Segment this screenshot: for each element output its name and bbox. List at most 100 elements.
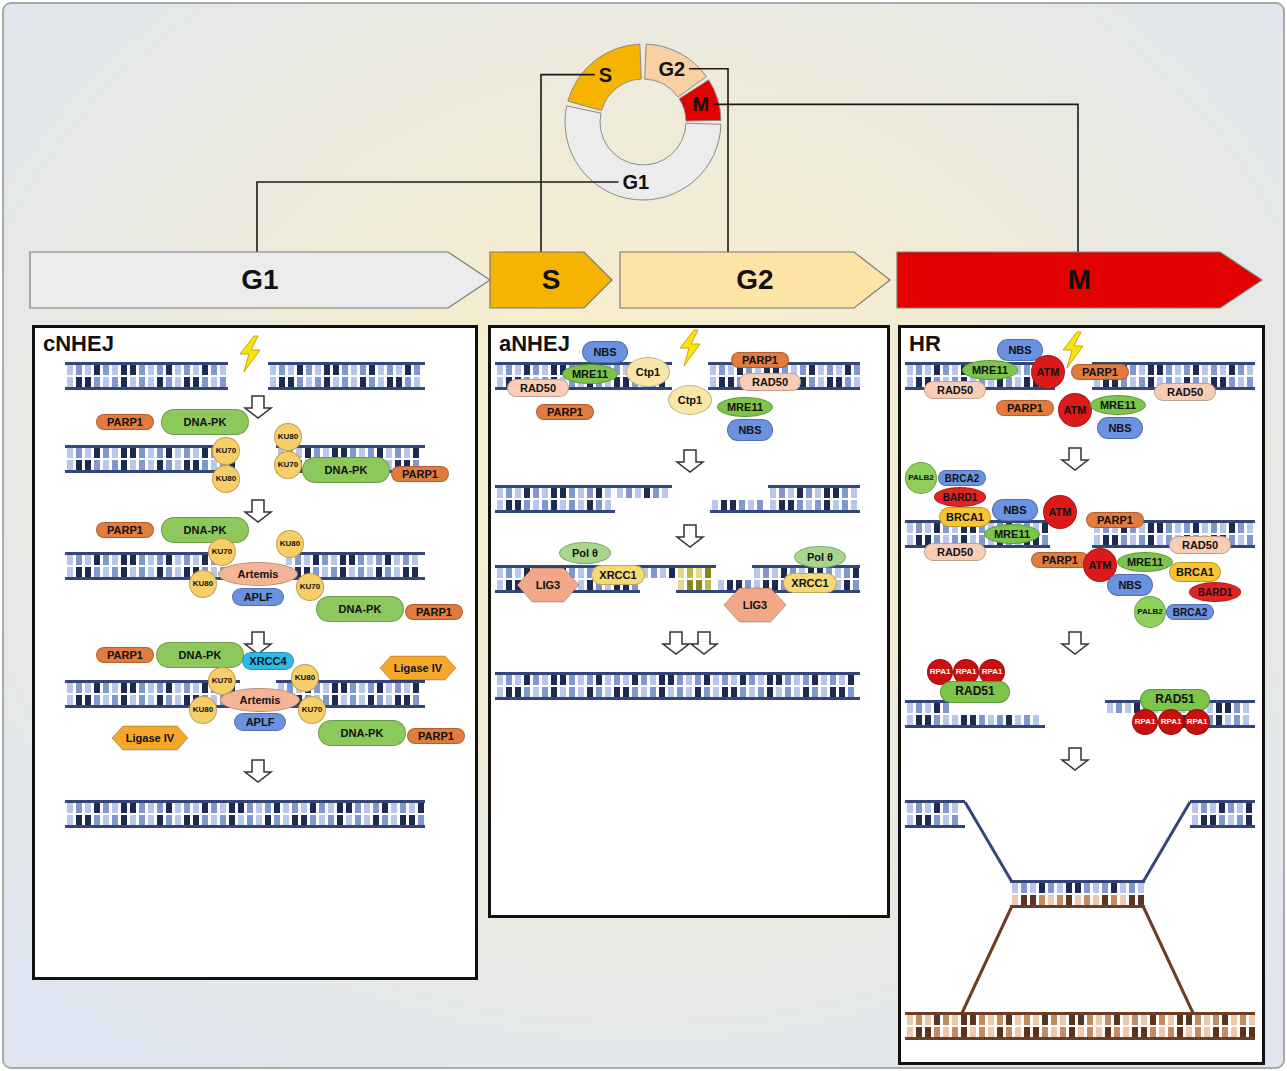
illustration-part xyxy=(710,365,716,375)
illustration-part xyxy=(202,460,208,470)
illustration-part xyxy=(695,675,701,685)
illustration-part xyxy=(1184,365,1190,375)
protein-blob: KU80 xyxy=(291,664,319,692)
illustration-part xyxy=(934,703,940,713)
illustration-part xyxy=(1111,895,1117,905)
illustration-part xyxy=(342,365,348,375)
node-label: RPA1 xyxy=(930,668,951,677)
protein-blob: DNA-PK xyxy=(156,642,244,668)
illustration-part xyxy=(166,555,172,565)
illustration-part xyxy=(551,500,557,510)
illustration-part xyxy=(560,675,566,685)
protein-blob: XRCC1 xyxy=(591,565,645,585)
illustration-part xyxy=(719,377,725,387)
illustration-part xyxy=(950,725,1045,728)
illustration-part xyxy=(772,568,778,578)
illustration-part xyxy=(341,695,347,705)
illustration-part xyxy=(94,377,100,387)
illustration-part xyxy=(305,448,311,458)
illustration-part xyxy=(1024,365,1030,375)
illustration-part xyxy=(506,687,512,697)
illustration-part xyxy=(333,365,339,375)
illustration-part xyxy=(1211,365,1217,375)
illustration-part xyxy=(641,687,647,697)
illustration-part xyxy=(836,365,842,375)
illustration-part xyxy=(730,500,736,510)
illustration-part xyxy=(979,1027,985,1037)
illustration-part xyxy=(651,568,657,578)
illustration-part xyxy=(279,377,285,387)
illustration-part xyxy=(1130,365,1136,375)
node-label: NBS xyxy=(1008,344,1031,356)
illustration-part xyxy=(842,500,848,510)
illustration-part xyxy=(121,683,127,693)
illustration-part xyxy=(659,687,665,697)
phase-connector xyxy=(257,182,619,252)
illustration-part xyxy=(1193,523,1199,533)
illustration-part xyxy=(1139,535,1145,545)
illustration-part xyxy=(1006,1027,1012,1037)
illustration-part xyxy=(997,1027,1003,1037)
illustration-part xyxy=(1220,365,1226,375)
illustration-part xyxy=(85,803,91,813)
illustration-part xyxy=(184,448,190,458)
illustration-part xyxy=(1141,1015,1147,1025)
illustration-part xyxy=(1096,1015,1102,1025)
crossing-strand xyxy=(962,906,1012,1013)
illustration-part xyxy=(770,500,776,510)
phase-arrow: M xyxy=(897,252,1262,308)
illustration-part xyxy=(1243,715,1249,725)
illustration-part xyxy=(916,523,922,533)
illustration-part xyxy=(934,803,940,813)
illustration-part xyxy=(551,687,557,697)
illustration-part xyxy=(65,362,228,365)
illustration-part xyxy=(333,377,339,387)
protein-blob: PARP1 xyxy=(536,404,594,420)
illustration-part xyxy=(184,365,190,375)
illustration-part xyxy=(322,555,328,565)
illustration-part xyxy=(1024,1027,1030,1037)
illustration-part xyxy=(121,567,127,577)
illustration-part xyxy=(369,365,375,375)
illustration-part xyxy=(391,803,397,813)
illustration-part xyxy=(497,488,503,498)
illustration-part xyxy=(533,675,539,685)
protein-blob: RAD51 xyxy=(1140,689,1210,711)
illustration-part xyxy=(853,568,859,578)
illustration-part xyxy=(851,500,857,510)
illustration-part xyxy=(211,803,217,813)
illustration-part xyxy=(731,687,737,697)
phase-connector xyxy=(713,104,1078,252)
illustration-part xyxy=(1116,703,1122,713)
illustration-part xyxy=(270,377,276,387)
illustration-part xyxy=(94,803,100,813)
illustration-part xyxy=(705,580,711,590)
illustration-part xyxy=(283,815,289,825)
node-label: DNA-PK xyxy=(341,727,384,739)
illustration-part xyxy=(175,567,181,577)
illustration-part xyxy=(359,695,365,705)
illustration-part xyxy=(337,803,343,813)
illustration-part xyxy=(506,500,512,510)
illustration-part xyxy=(85,460,91,470)
illustration-part xyxy=(907,1027,913,1037)
illustration-part xyxy=(324,365,330,375)
illustration-part xyxy=(1184,523,1190,533)
protein-blob: MRE11 xyxy=(562,364,618,384)
protein-blob: PALB2 xyxy=(905,462,937,494)
illustration-part xyxy=(495,485,615,488)
illustration-part xyxy=(284,552,425,555)
illustration-part xyxy=(247,803,253,813)
illustration-part xyxy=(533,687,539,697)
illustration-part xyxy=(844,568,850,578)
illustration-part xyxy=(1130,535,1136,545)
protein-blob: NBS xyxy=(582,341,628,363)
protein-blob: NBS xyxy=(727,419,773,441)
protein-blob: PARP1 xyxy=(96,647,154,663)
protein-blob: ATM xyxy=(1043,495,1077,529)
illustration-part xyxy=(1010,905,1145,908)
illustration-part xyxy=(1141,1027,1147,1037)
illustration-part xyxy=(695,687,701,697)
illustration-part xyxy=(67,377,73,387)
